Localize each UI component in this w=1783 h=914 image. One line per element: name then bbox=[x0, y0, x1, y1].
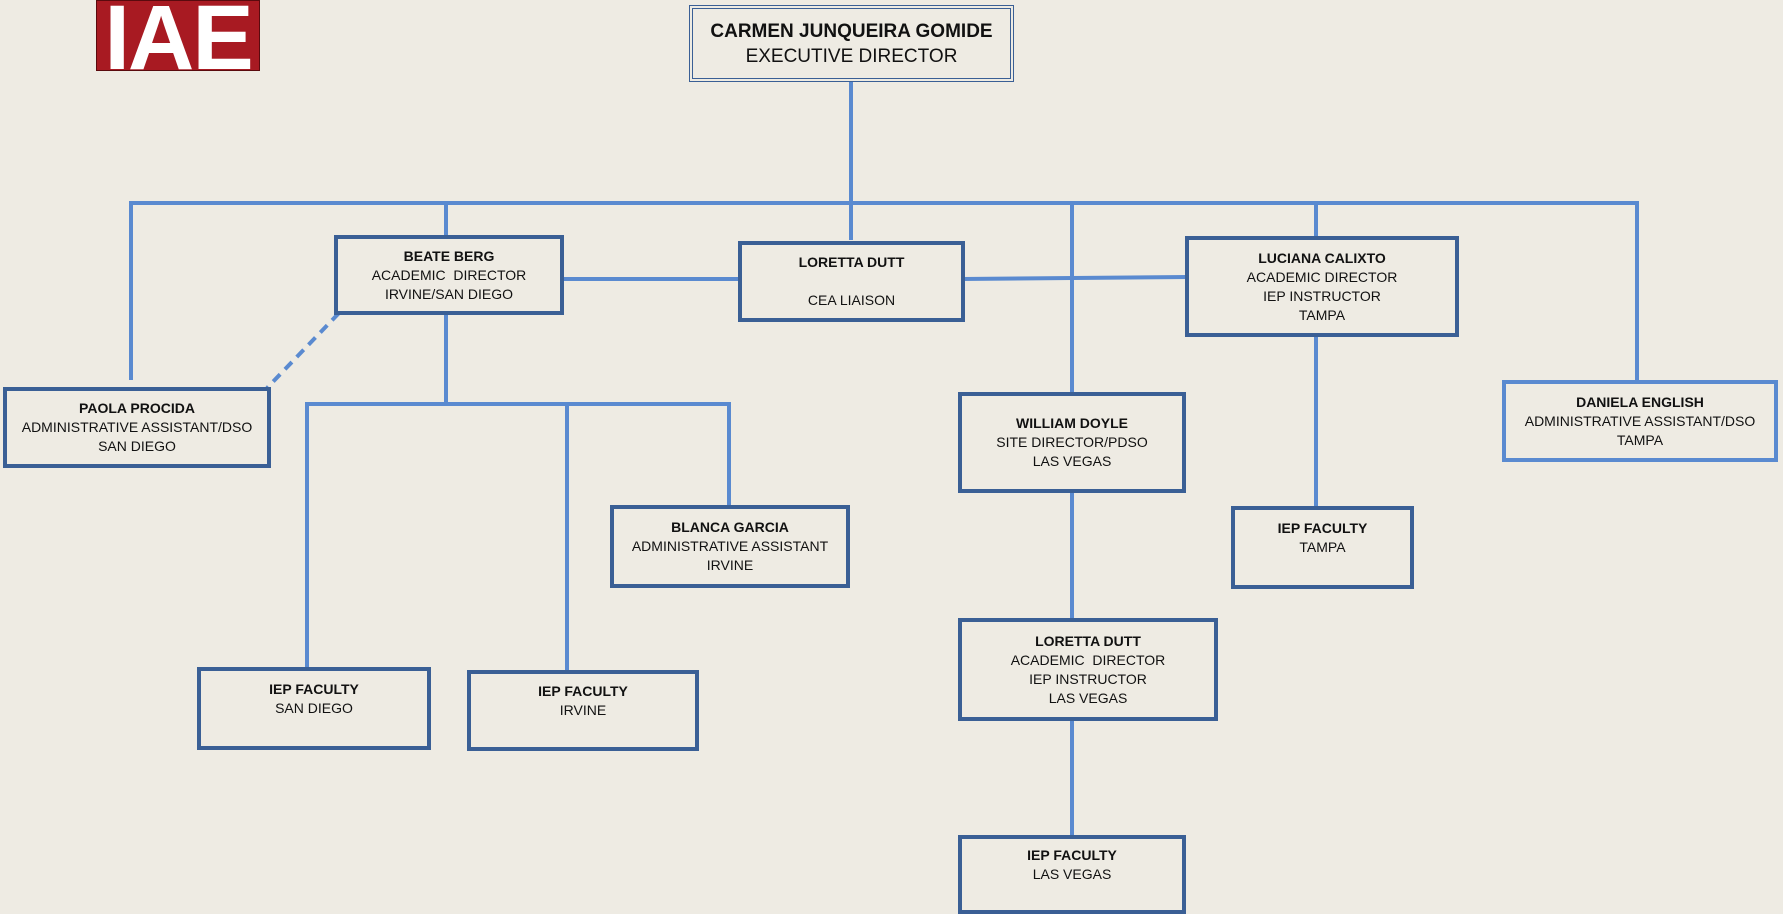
node-iep-tampa: IEP FACULTY TAMPA bbox=[1231, 506, 1414, 589]
node-location: TAMPA bbox=[1298, 306, 1346, 323]
node-title: ADMINISTRATIVE ASSISTANT bbox=[631, 538, 829, 554]
node-loretta-lv: LORETTA DUTT ACADEMIC DIRECTOR IEP INSTR… bbox=[958, 618, 1218, 721]
node-name: DANIELA ENGLISH bbox=[1576, 393, 1704, 410]
node-name: IEP FACULTY bbox=[1277, 520, 1368, 536]
node-title: SITE DIRECTOR/PDSO bbox=[996, 434, 1148, 450]
node-name: CARMEN JUNQUEIRA GOMIDE bbox=[710, 20, 993, 42]
node-location: IRVINE/SAN DIEGO bbox=[384, 285, 514, 302]
node-beate: BEATE BERG ACADEMIC DIRECTOR IRVINE/SAN … bbox=[334, 235, 564, 315]
node-iep-irvine: IEP FACULTY IRVINE bbox=[467, 670, 699, 751]
node-spacer bbox=[1321, 557, 1325, 576]
node-blanca: BLANCA GARCIA ADMINISTRATIVE ASSISTANT I… bbox=[610, 505, 850, 588]
node-luciana: LUCIANA CALIXTO ACADEMIC DIRECTOR IEP IN… bbox=[1185, 236, 1459, 337]
node-location: LAS VEGAS bbox=[1048, 689, 1128, 706]
node-spacer bbox=[850, 272, 854, 291]
node-name: LUCIANA CALIXTO bbox=[1258, 249, 1386, 266]
node-location: SAN DIEGO bbox=[275, 700, 353, 716]
node-title-2: IEP INSTRUCTOR bbox=[1029, 670, 1147, 687]
node-title: CEA LIAISON bbox=[807, 292, 896, 308]
iae-logo: IAE bbox=[96, 0, 260, 71]
node-title: EXECUTIVE DIRECTOR bbox=[745, 45, 958, 67]
connector-loretta-luciana bbox=[960, 274, 1189, 282]
node-name: LORETTA DUTT bbox=[798, 254, 905, 270]
node-location: LAS VEGAS bbox=[1032, 453, 1112, 469]
node-loretta-cea: LORETTA DUTT CEA LIAISON bbox=[738, 241, 965, 322]
node-title: ACADEMIC DIRECTOR bbox=[371, 266, 527, 283]
node-iep-san-diego: IEP FACULTY SAN DIEGO bbox=[197, 667, 431, 750]
node-location: TAMPA bbox=[1299, 539, 1346, 555]
node-location: LAS VEGAS bbox=[1032, 866, 1112, 882]
node-name: IEP FACULTY bbox=[1027, 847, 1117, 863]
node-name: IEP FACULTY bbox=[538, 683, 628, 699]
node-daniela: DANIELA ENGLISH ADMINISTRATIVE ASSISTANT… bbox=[1502, 380, 1778, 462]
logo-text: IAE bbox=[104, 0, 253, 71]
node-title-2: IEP INSTRUCTOR bbox=[1263, 287, 1381, 304]
node-title: ADMINISTRATIVE ASSISTANT/DSO bbox=[1524, 412, 1756, 429]
node-carmen: CARMEN JUNQUEIRA GOMIDE EXECUTIVE DIRECT… bbox=[689, 5, 1014, 82]
node-spacer bbox=[1070, 884, 1074, 903]
node-spacer bbox=[581, 720, 585, 739]
node-name: BLANCA GARCIA bbox=[671, 519, 789, 535]
node-location: IRVINE bbox=[706, 557, 754, 573]
node-iep-las-vegas: IEP FACULTY LAS VEGAS bbox=[958, 835, 1186, 914]
node-paola: PAOLA PROCIDA ADMINISTRATIVE ASSISTANT/D… bbox=[3, 387, 271, 468]
node-william: WILLIAM DOYLE SITE DIRECTOR/PDSO LAS VEG… bbox=[958, 392, 1186, 493]
node-location: IRVINE bbox=[559, 702, 607, 718]
node-title: ACADEMIC DIRECTOR bbox=[1246, 268, 1398, 285]
node-name: IEP FACULTY bbox=[269, 681, 359, 697]
node-name: PAOLA PROCIDA bbox=[79, 400, 195, 416]
node-name: LORETTA DUTT bbox=[1035, 632, 1141, 649]
node-location: SAN DIEGO bbox=[98, 438, 176, 454]
node-location: TAMPA bbox=[1616, 431, 1664, 448]
node-title: ACADEMIC DIRECTOR bbox=[1010, 651, 1166, 668]
node-spacer bbox=[312, 718, 316, 737]
node-name: WILLIAM DOYLE bbox=[1016, 415, 1128, 431]
connector-beate-paola-dashed bbox=[265, 311, 341, 390]
node-name: BEATE BERG bbox=[403, 247, 495, 264]
node-title: ADMINISTRATIVE ASSISTANT/DSO bbox=[21, 419, 253, 435]
